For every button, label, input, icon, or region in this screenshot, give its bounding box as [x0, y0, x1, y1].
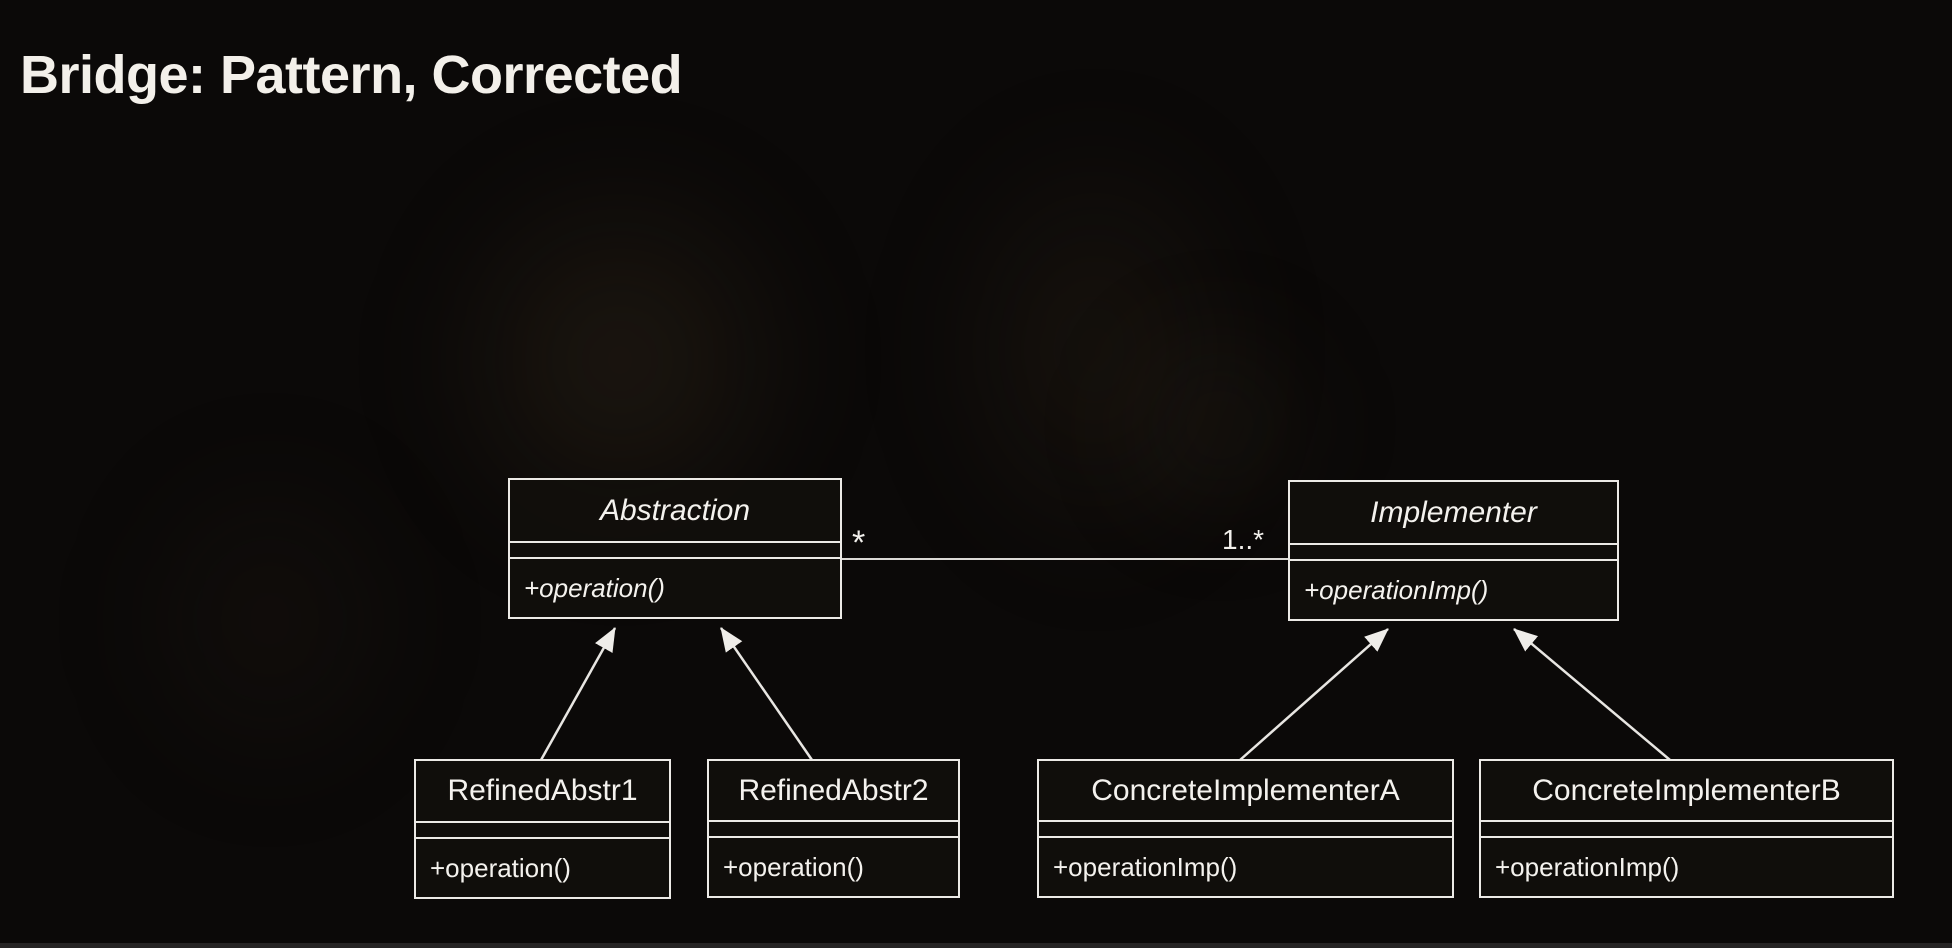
class-attributes-compartment — [416, 821, 669, 839]
generalization-arrow-refined2-to-abstraction — [719, 627, 814, 761]
class-box-concreteimplementerb: ConcreteImplementerB +operationImp() — [1479, 759, 1894, 898]
class-box-refinedabstr1: RefinedAbstr1 +operation() — [414, 759, 671, 899]
class-attributes-compartment — [709, 820, 958, 838]
class-operation: +operation() — [430, 852, 571, 883]
background-blur-shape — [860, 30, 1330, 670]
class-box-abstraction: Abstraction +operation() — [508, 478, 842, 619]
bottom-edge-strip — [0, 943, 1952, 948]
generalization-arrow-concreteB-to-implementer — [1513, 628, 1671, 761]
multiplicity-left: * — [852, 524, 866, 562]
class-operation: +operationImp() — [1053, 851, 1238, 882]
class-name: RefinedAbstr2 — [738, 773, 929, 807]
class-operation: +operationImp() — [1495, 851, 1680, 882]
class-operation: +operation() — [723, 851, 864, 882]
class-name: ConcreteImplementerB — [1532, 773, 1841, 807]
association-line — [842, 558, 1288, 560]
class-box-refinedabstr2: RefinedAbstr2 +operation() — [707, 759, 960, 898]
class-operation: +operationImp() — [1304, 574, 1489, 605]
class-attributes-compartment — [1039, 820, 1452, 838]
class-operation: +operation() — [524, 572, 665, 603]
class-attributes-compartment — [1290, 543, 1617, 561]
class-name: ConcreteImplementerA — [1091, 773, 1400, 807]
class-attributes-compartment — [510, 541, 840, 559]
slide-title: Bridge: Pattern, Corrected — [20, 45, 683, 106]
class-name: RefinedAbstr1 — [447, 774, 638, 807]
class-name: Implementer — [1370, 495, 1537, 529]
class-box-concreteimplementera: ConcreteImplementerA +operationImp() — [1037, 759, 1454, 898]
class-box-implementer: Implementer +operationImp() — [1288, 480, 1619, 621]
class-name: Abstraction — [599, 493, 751, 527]
class-attributes-compartment — [1481, 820, 1892, 838]
multiplicity-right: 1..* — [1222, 524, 1265, 555]
generalization-arrow-concreteA-to-implementer — [1239, 628, 1389, 761]
generalization-arrow-refined1-to-abstraction — [539, 627, 617, 761]
